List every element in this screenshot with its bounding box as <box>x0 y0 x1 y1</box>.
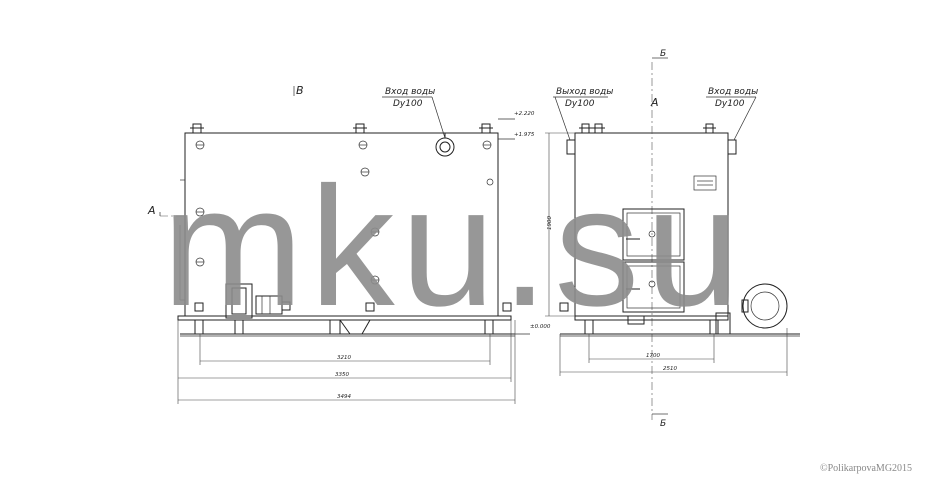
side-view: Б Б А Выход воды Dy100 Вход воды Dy100 1… <box>545 49 800 429</box>
level-base: ±0.000 <box>530 324 551 330</box>
side-outlet-size: Dy100 <box>565 99 595 109</box>
dim-1900: 1900 <box>547 216 553 230</box>
front-top-label: В <box>296 84 304 97</box>
front-dimensions: 3210 3350 3494 <box>177 320 516 404</box>
front-top-valves <box>190 123 493 134</box>
side-burner-fan <box>715 283 788 335</box>
front-fan-motor <box>225 283 291 319</box>
dim-1700: 1700 <box>646 353 660 359</box>
dim-3210: 3210 <box>337 355 351 361</box>
side-inlet-callout: Вход воды Dy100 <box>706 87 758 141</box>
side-inlet-label: Вход воды <box>708 87 758 97</box>
side-section-label: А <box>650 96 659 109</box>
side-cut-bottom: Б <box>660 419 666 429</box>
front-section-label: А <box>147 204 156 217</box>
side-base-frame <box>560 315 800 337</box>
dim-3350: 3350 <box>335 372 349 378</box>
side-dimensions: 1900 1700 2510 <box>545 132 788 376</box>
front-view: А В Вход воды Dy100 +2.220 +1.975 ±0.000… <box>147 84 551 404</box>
front-inlet-label: Вход воды <box>385 87 435 97</box>
copyright: ©PolikarpovaMG2015 <box>820 463 912 474</box>
dim-2510: 2510 <box>663 366 677 372</box>
side-cut-top: Б <box>660 49 666 59</box>
watermark: mku.su <box>162 152 746 342</box>
front-bottom-valves <box>194 302 512 312</box>
side-top-valves <box>579 123 716 134</box>
dim-3494: 3494 <box>337 394 351 400</box>
side-outlet-label: Выход воды <box>556 87 613 97</box>
level-mid: +1.975 <box>514 132 535 138</box>
nameplate <box>693 175 717 191</box>
front-internal-ports <box>195 140 494 285</box>
side-outlet-callout: Выход воды Dy100 <box>553 87 613 141</box>
front-base-frame <box>177 315 515 337</box>
side-inlet-size: Dy100 <box>715 99 745 109</box>
side-doors <box>622 208 685 313</box>
front-inlet-callout: Вход воды Dy100 <box>382 87 446 139</box>
front-inlet-size: Dy100 <box>393 99 423 109</box>
level-top: +2.220 <box>514 111 535 117</box>
